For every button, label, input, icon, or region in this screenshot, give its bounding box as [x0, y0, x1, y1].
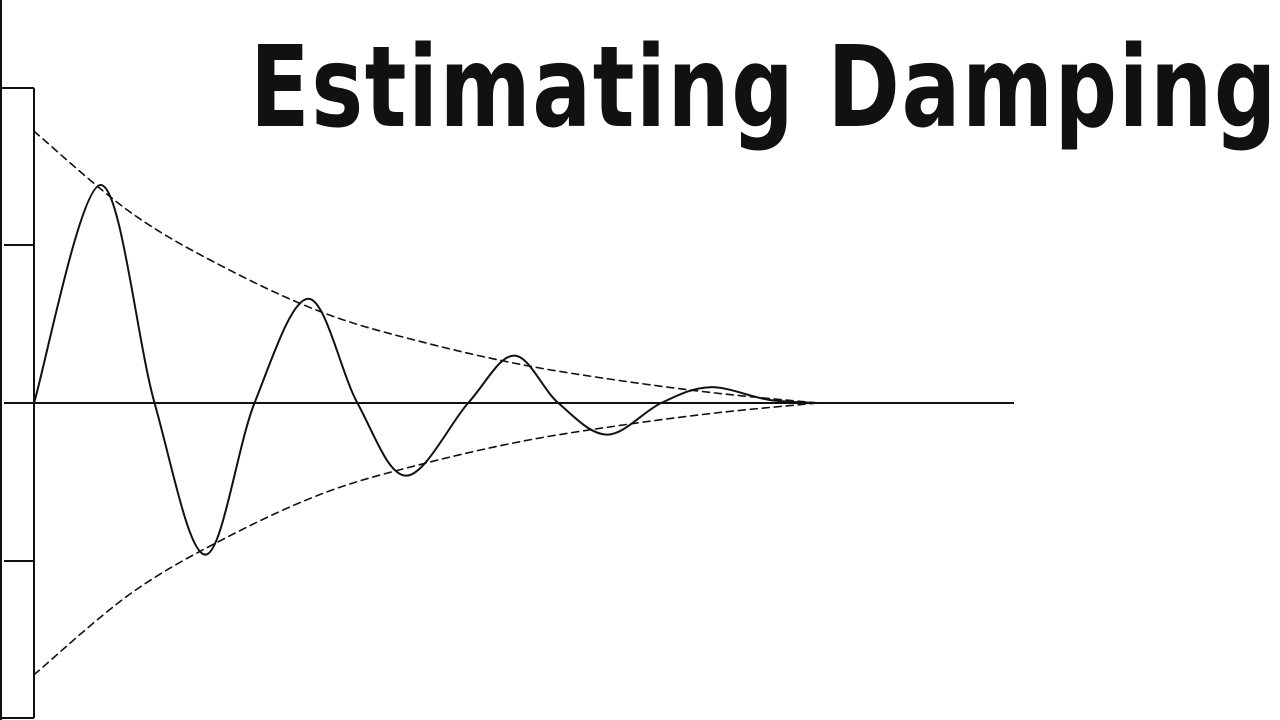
upper-envelope-line	[33, 130, 819, 404]
lower-envelope-line	[33, 402, 819, 676]
series-layer	[33, 130, 819, 676]
damped-oscillation-line	[33, 183, 819, 556]
page-title: Estimating Damping	[250, 23, 1278, 153]
